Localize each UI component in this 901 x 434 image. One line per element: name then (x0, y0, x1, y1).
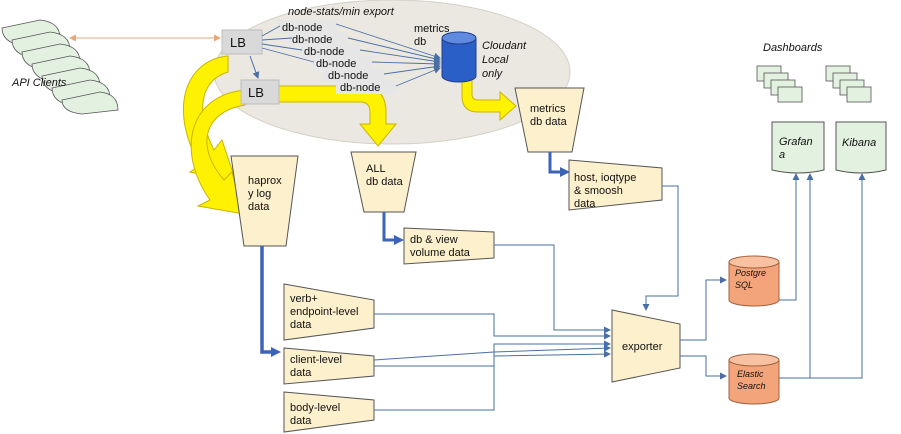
api-clients-stack (1, 19, 119, 115)
node-stats-label: node-stats/min export (288, 6, 395, 18)
all-db-data-funnel: ALL db data (350, 151, 417, 213)
metrics-db-label: metrics db (414, 23, 453, 48)
exporter-to-postgres-connector (680, 276, 727, 341)
db-node-3 (300, 44, 360, 58)
client-to-exporter-connector (374, 340, 611, 367)
cloudant-cluster-background (213, 0, 571, 145)
postgres-to-grafana-connector (779, 173, 800, 301)
cloudant-database-icon (441, 31, 477, 83)
metrics-db-data-funnel: metrics db data (514, 87, 585, 153)
svg-text:db-node: db-node (304, 46, 344, 58)
lb-bottom: LB (240, 79, 280, 105)
db-node-2 (288, 32, 348, 46)
db-node-stack: db-node db-node db-node db-node db-node … (278, 20, 396, 94)
db-node-1 (278, 20, 338, 34)
svg-text:db-node: db-node (328, 70, 368, 82)
svg-text:exporter: exporter (622, 341, 663, 353)
svg-text:db-node: db-node (292, 34, 332, 46)
host-to-exporter-connector (642, 185, 679, 311)
haproxy-log-funnel: haprox y log data (230, 155, 299, 247)
host-ioqtype-node: host, ioqtype & smoosh data (568, 159, 663, 211)
db-node-4 (312, 56, 372, 70)
postgresql-database: Postgre SQL (728, 255, 780, 307)
exporter-node: exporter (611, 309, 681, 383)
kibana-dashboard: Kibana (835, 121, 887, 174)
elastic-to-kibana-connector (779, 173, 866, 379)
body-level-node: body-level data (283, 391, 375, 433)
db-view-volume-node: db & view volume data (403, 227, 495, 265)
lb-to-db-node-lines (261, 25, 315, 63)
svg-text:client-level data: client-level data (290, 354, 345, 379)
verb-endpoint-node: verb+ endpoint-level data (283, 283, 375, 341)
metrics-to-host-connector (548, 152, 570, 177)
api-clients-label: API Clients (11, 77, 67, 89)
svg-text:db-node: db-node (340, 82, 380, 94)
svg-text:Postgre SQL: Postgre SQL (735, 268, 769, 290)
svg-text:metrics db data: metrics db data (530, 103, 569, 128)
body-to-exporter-connector (374, 350, 611, 411)
haproxy-to-levels-connector (260, 246, 281, 357)
client-level-node: client-level data (283, 347, 375, 385)
db-node-5 (324, 68, 384, 82)
lb-top: LB (221, 29, 263, 55)
svg-text:body-level data: body-level data (290, 402, 343, 427)
dbview-to-exporter-connector (494, 244, 611, 334)
svg-text:Elastic Search: Elastic Search (737, 369, 766, 391)
verb-to-exporter-connector (374, 313, 611, 340)
db-node-6 (336, 80, 396, 94)
cloudant-local-label: Cloudant Local only (482, 40, 529, 80)
elastic-to-grafana-connector (779, 173, 814, 379)
dashboards-label: Dashboards (763, 42, 823, 54)
svg-text:haprox y log data: haprox y log data (248, 175, 285, 213)
db-node-to-metrics-lines (335, 23, 441, 87)
lb-link (249, 55, 260, 79)
client-to-exporter-connector-2 (373, 344, 611, 361)
dashboard-thumbnails-right (825, 65, 872, 103)
svg-text:db-node: db-node (316, 58, 356, 70)
elastic-search-database: Elastic Search (728, 353, 780, 405)
flow-arrow-lb2-to-haproxy (190, 89, 246, 215)
exporter-to-elastic-connector (680, 355, 727, 380)
flow-arrow-metricsdb-to-metrics-data (461, 77, 517, 122)
svg-text:verb+ endpoint-level: verb+ endpoint-level data (290, 293, 362, 331)
svg-text:db & view volume data: db & view volume data (410, 234, 471, 259)
grafana-dashboard: Grafan a (771, 121, 825, 174)
svg-text:LB: LB (230, 35, 246, 50)
svg-text:ALL db data: ALL db data (366, 163, 404, 188)
svg-text:Kibana: Kibana (842, 137, 876, 149)
svg-text:host, ioqtype & smoosh: host, ioqtype & smoosh data (574, 172, 639, 210)
dashboard-thumbnails-left (756, 65, 803, 103)
svg-text:Grafan a: Grafan a (779, 136, 816, 161)
svg-text:db-node: db-node (282, 22, 322, 34)
alldb-to-dbview-connector (382, 212, 404, 245)
svg-text:LB: LB (248, 85, 264, 100)
